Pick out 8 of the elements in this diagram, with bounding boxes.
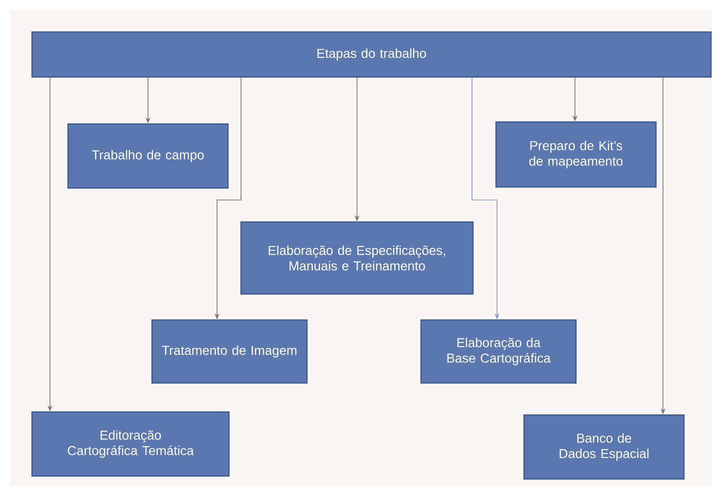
process-box: Banco de Dados Espacial [523,414,685,480]
process-box: Tratamento de Imagem [151,319,308,384]
process-box: Elaboração da Base Cartográfica [420,319,577,384]
process-box: Trabalho de campo [67,123,229,189]
process-box: Elaboração de Especificações, Manuais e Treinamento [240,221,474,295]
process-box: Preparo de Kit’s de mapeamento [495,121,657,188]
title-bar: Etapas do trabalho [31,31,712,78]
process-box: Editoração Cartográfica Temática [31,411,230,477]
